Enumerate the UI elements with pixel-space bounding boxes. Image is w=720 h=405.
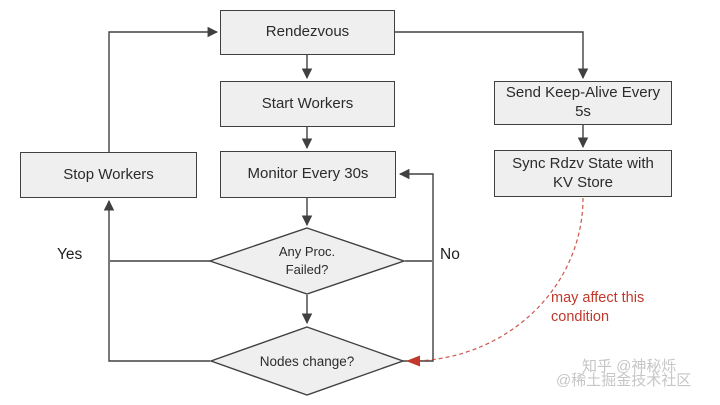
edge-nodes-change-no-to-monitor [398,168,434,362]
node-send-keep-alive: Send Keep-Alive Every 5s [494,81,672,125]
edge-sync-affects-nodes-change-dashed [410,197,584,362]
diamond-proc-failed-label: Any Proc. Failed? [237,243,377,278]
edge-label-yes: Yes [57,246,83,263]
edge-label-no: No [440,246,460,263]
diamond-nodes-change-shape [208,326,406,396]
diamond-proc-failed-shape [207,227,407,295]
node-start-workers: Start Workers [220,81,395,127]
diamond-nodes-change-label: Nodes change? [259,354,355,369]
edge-nodes-change-yes-to-stop-workers [103,199,210,362]
watermark-zhihu: 知乎 @神秘烁 [582,358,677,375]
watermark-juejin: @稀土掘金技术社区 [556,372,692,389]
annotation-may-affect-condition: may affect this condition [551,289,671,327]
red-arrowhead-icon [406,355,420,367]
node-stop-workers: Stop Workers [20,152,197,198]
diamond-proc-failed-line1: Any Proc. [278,244,336,259]
annotation-line2: condition [551,308,610,325]
diamond-proc-failed-line2: Failed? [285,261,329,277]
node-sync-rdzv-state: Sync Rdzv State with KV Store [494,150,672,197]
edge-stop-workers-to-rendezvous [108,26,219,152]
node-monitor-every-30s: Monitor Every 30s [220,151,396,198]
node-rendezvous: Rendezvous [220,10,395,55]
annotation-line1: may affect this [551,290,645,306]
edge-rendezvous-to-keep-alive [395,31,589,80]
